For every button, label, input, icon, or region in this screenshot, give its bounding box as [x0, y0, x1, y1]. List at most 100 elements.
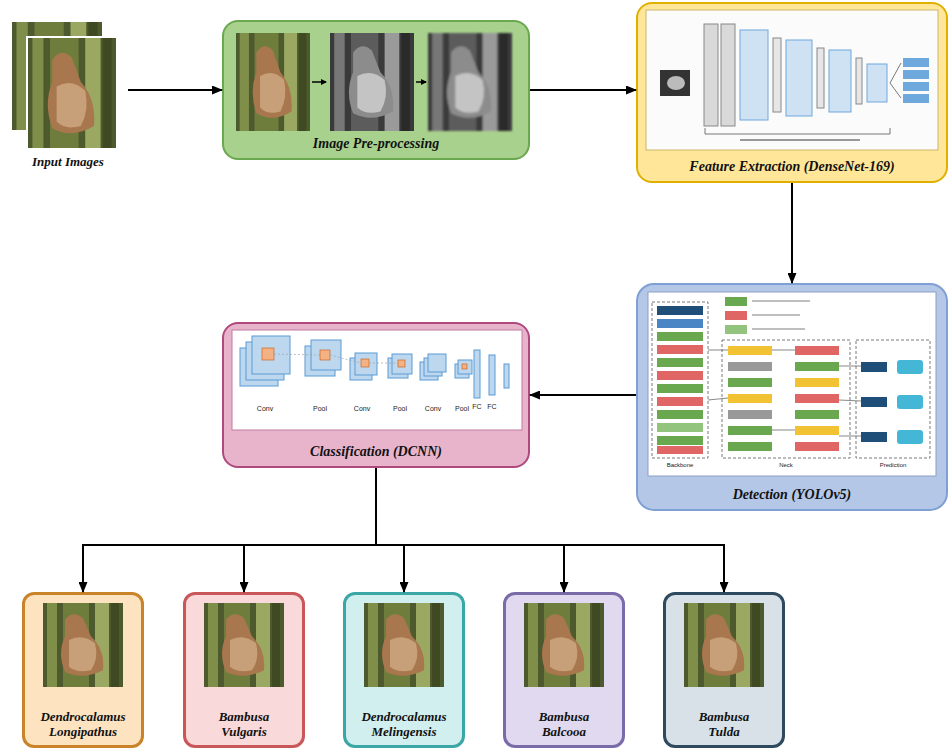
flow-arrow: [530, 89, 636, 91]
node-title: Dendrocalamus Melingensis: [361, 710, 446, 740]
yolo-sketch-part: [725, 297, 747, 306]
layer-label: FC: [472, 403, 481, 410]
yolo-sketch-part: [657, 423, 703, 432]
preprocessing-images-part: [330, 33, 414, 131]
yolo-sketch-part: [795, 378, 839, 387]
yolo-sketch-part: [722, 340, 850, 458]
yolo-sketch-part: [795, 346, 839, 355]
yolo-sketch-part: [657, 397, 703, 406]
dcnn-sketch-part: [489, 355, 495, 395]
densenet-sketch-part: [867, 64, 887, 102]
densenet-sketch-part: [829, 50, 851, 112]
dcnn-sketch-part: [388, 358, 408, 378]
input-image-stack: [12, 22, 118, 150]
densenet-sketch-part: [740, 30, 768, 120]
flow-arrow: [376, 468, 564, 592]
dcnn-sketch-part: [262, 348, 274, 360]
yolo-sketch-part: [728, 378, 772, 387]
dcnn-sketch-part: [232, 330, 522, 430]
input-image-stack-part: [28, 38, 116, 148]
yolo-sketch-part: [657, 345, 703, 354]
class-box: Bambusa Vulgaris: [183, 592, 305, 748]
densenet-sketch-part: [890, 83, 901, 98]
class-box: Dendrocalamus Longipathus: [22, 592, 144, 748]
class-box: Bambusa Balcooa: [503, 592, 625, 748]
dcnn-sketch-part: [305, 346, 335, 376]
yolo-sketch-part: [657, 358, 703, 367]
preprocessing-images: [236, 33, 512, 131]
process-box: Classification (DCNN): [222, 322, 530, 468]
yolo-sketch-part: [752, 314, 800, 316]
yolo-sketch-part: [657, 371, 703, 380]
yolo-sketch-part: [657, 436, 703, 445]
yolo-sketch-part: [795, 362, 839, 371]
node-title: Bambusa Balcooa: [539, 710, 590, 740]
yolo-sketch-part: [839, 366, 861, 367]
yolo-sketch-part: [897, 430, 923, 444]
densenet-sketch-part: [856, 58, 862, 104]
dcnn-sketch-part: [350, 358, 372, 380]
dcnn-sketch-part: [398, 360, 405, 367]
densenet-sketch-part: [721, 24, 735, 126]
dcnn-sketch-part: [361, 359, 369, 367]
yolo-sketch-part: [752, 328, 805, 330]
yolo-sketch-part: [839, 400, 861, 401]
densenet-sketch-part: [817, 48, 824, 108]
yolo-sketch-part: [728, 410, 772, 419]
dcnn-sketch-part: [392, 354, 412, 374]
dcnn-sketch-part: [311, 340, 341, 370]
input-image-stack-part: [26, 36, 118, 150]
yolo-sketch-part: [795, 426, 839, 435]
dcnn-sketch-part: [455, 364, 469, 378]
preprocessing-images-part: [428, 33, 512, 131]
section-label: Prediction: [880, 462, 907, 468]
species-images-part: [43, 603, 123, 687]
densenet-sketch-part: [704, 24, 718, 126]
dcnn-sketch-part: [462, 364, 467, 369]
layer-label: Conv: [425, 405, 441, 412]
layer-label: FC: [487, 403, 496, 410]
yolo-sketch-part: [728, 426, 772, 435]
yolo-sketch: [648, 292, 936, 476]
preprocessing-images-part: [236, 33, 310, 131]
densenet-sketch-part: [705, 128, 890, 134]
species-images: [43, 603, 764, 687]
densenet-sketch-part: [660, 70, 690, 96]
yolo-sketch-part: [728, 362, 772, 371]
species-images-part: [204, 603, 284, 687]
densenet-sketch-part: [667, 76, 685, 90]
yolo-sketch-part: [657, 410, 703, 419]
densenet-sketch: [646, 10, 938, 150]
yolo-sketch-part: [795, 442, 839, 451]
process-box: Image Pre-processing: [222, 20, 530, 160]
yolo-sketch-part: [725, 311, 747, 320]
input-images-node: Input Images: [8, 14, 128, 174]
class-box: Dendrocalamus Melingensis: [343, 592, 465, 748]
node-title: Image Pre-processing: [313, 136, 439, 152]
yolo-sketch-part: [897, 360, 923, 374]
preprocessing-images-part: [416, 81, 426, 83]
dcnn-sketch-part: [428, 354, 446, 372]
node-title: Dendrocalamus Longipathus: [40, 710, 125, 740]
dcnn-sketch-part: [458, 360, 472, 374]
flow-arrow: [244, 468, 376, 592]
yolo-sketch-part: [657, 384, 703, 393]
densenet-sketch-part: [740, 139, 860, 141]
densenet-sketch-part: [890, 63, 901, 83]
yolo-sketch-part: [897, 395, 923, 409]
yolo-sketch-part: [657, 332, 703, 341]
yolo-sketch-part: [708, 398, 728, 400]
yolo-sketch-part: [657, 319, 703, 328]
yolo-sketch-part: [795, 410, 839, 419]
dcnn-sketch-part: [474, 350, 480, 398]
layer-label: Conv: [354, 405, 370, 412]
yolo-sketch-part: [861, 432, 887, 442]
class-box: Bambusa Tulda: [663, 592, 785, 748]
yolo-sketch-part: [657, 446, 703, 454]
node-title: Bambusa Vulgaris: [219, 710, 270, 740]
yolo-sketch-part: [795, 394, 839, 403]
species-images-part: [684, 603, 764, 687]
dcnn-sketch-part: [355, 353, 377, 375]
yolo-sketch-part: [752, 300, 810, 302]
